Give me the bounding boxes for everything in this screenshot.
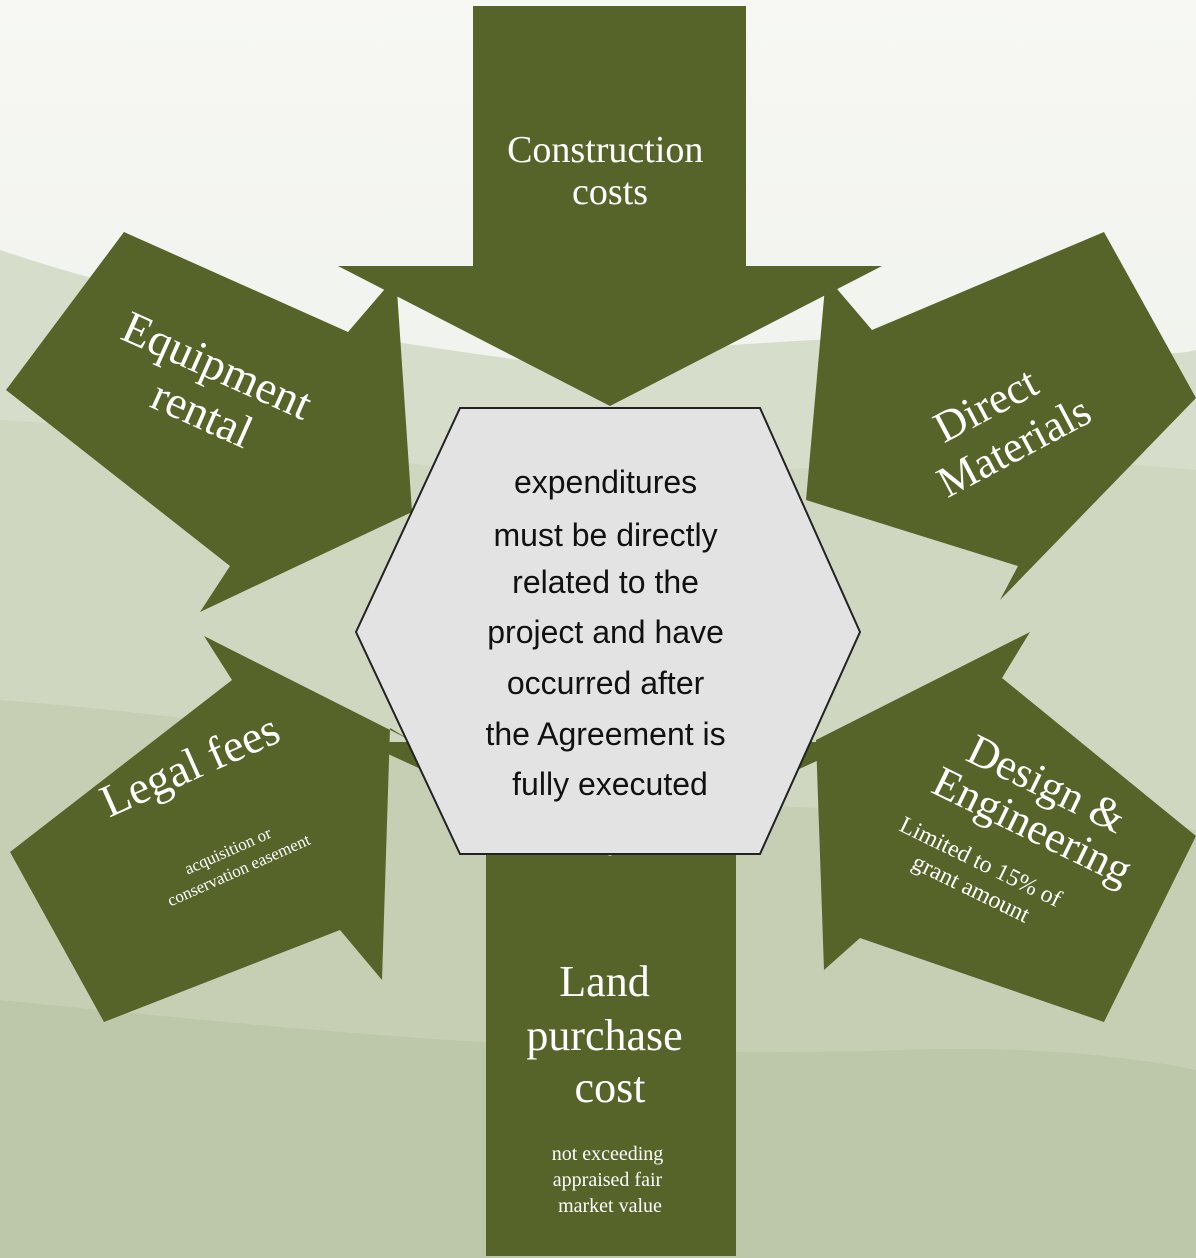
- arrow-equipment-rental: Equipment rental: [6, 232, 412, 612]
- center-text: expenditures must be directly related to…: [485, 464, 734, 802]
- arrow-land-label: Land purchase cost: [526, 957, 693, 1112]
- arrow-land-sublabel: not exceeding appraised fair market valu…: [552, 1143, 669, 1217]
- center-hexagon: expenditures must be directly related to…: [354, 407, 862, 855]
- arrow-construction-label: Construction costs: [507, 129, 713, 213]
- arrow-land-purchase: Land purchase cost not exceeding apprais…: [362, 742, 858, 1256]
- arrow-direct-materials: Direct Materials: [806, 232, 1196, 600]
- arrow-construction-costs: Construction costs: [338, 6, 882, 406]
